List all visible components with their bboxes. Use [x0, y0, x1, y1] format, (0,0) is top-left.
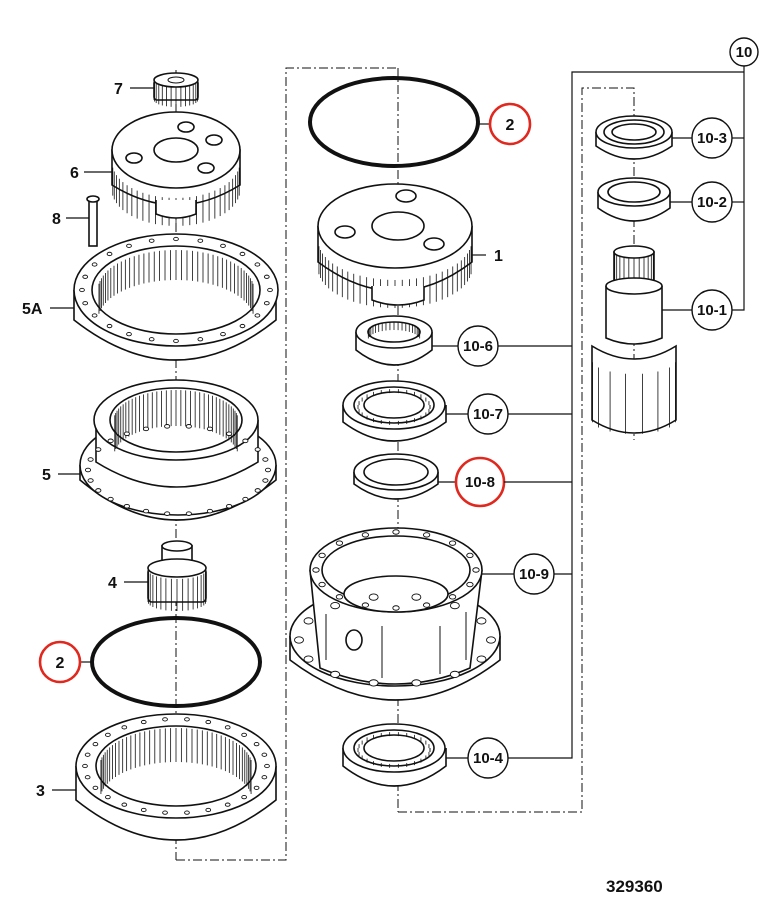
callout-10-2[interactable]: 10-2	[691, 181, 733, 223]
label-10-4: 10-4	[473, 750, 504, 767]
label-10-2: 10-2	[697, 194, 727, 211]
label-3: 3	[36, 783, 45, 800]
document-number: 329360	[606, 877, 663, 896]
callout-2-left[interactable]: 2	[38, 640, 82, 684]
label-2-right: 2	[506, 117, 515, 134]
part-3-ring-gear	[75, 713, 277, 841]
part-10-4-bearing	[342, 723, 447, 787]
label-7: 7	[114, 81, 123, 98]
callout-10-8[interactable]: 10-8	[454, 456, 506, 508]
part-7-pinion-gear	[153, 72, 199, 107]
callout-10-7[interactable]: 10-7	[467, 393, 509, 435]
part-8-pin	[86, 195, 100, 247]
part-10-2-collar	[597, 177, 671, 222]
label-2-left: 2	[56, 655, 65, 672]
label-10-3: 10-3	[697, 130, 727, 147]
label-10-9: 10-9	[519, 566, 549, 583]
part-10-1-pinion-shaft	[591, 245, 677, 434]
label-10: 10	[736, 44, 753, 61]
part-2-o-ring-right	[308, 76, 480, 168]
part-10-8-bearing-race	[353, 453, 439, 500]
label-1: 1	[494, 248, 503, 265]
label-10-1: 10-1	[697, 302, 727, 319]
part-10-9-hub-housing	[289, 527, 501, 701]
part-6-planet-carrier	[111, 111, 241, 226]
label-10-6: 10-6	[463, 338, 493, 355]
label-4: 4	[108, 575, 117, 592]
label-10-7: 10-7	[473, 406, 503, 423]
part-10-6-nut	[355, 315, 433, 366]
callout-10[interactable]: 10	[729, 37, 759, 67]
label-6: 6	[70, 165, 79, 182]
part-5-flanged-ring-gear	[79, 379, 277, 521]
part-1-planet-carrier	[317, 183, 473, 308]
callout-10-6[interactable]: 10-6	[457, 325, 499, 367]
callout-2-right[interactable]: 2	[488, 102, 532, 146]
part-5a-ring-gear	[73, 233, 279, 361]
part-4-sun-gear	[147, 540, 207, 611]
callout-10-1[interactable]: 10-1	[691, 289, 733, 331]
callout-10-3[interactable]: 10-3	[691, 117, 733, 159]
part-10-3-seal	[595, 115, 673, 160]
label-10-8: 10-8	[465, 474, 495, 491]
label-5: 5	[42, 467, 51, 484]
part-10-7-bearing	[342, 380, 447, 442]
label-8: 8	[52, 211, 61, 228]
label-5a: 5A	[22, 301, 43, 318]
callout-10-4[interactable]: 10-4	[467, 737, 509, 779]
callout-10-9[interactable]: 10-9	[513, 553, 555, 595]
